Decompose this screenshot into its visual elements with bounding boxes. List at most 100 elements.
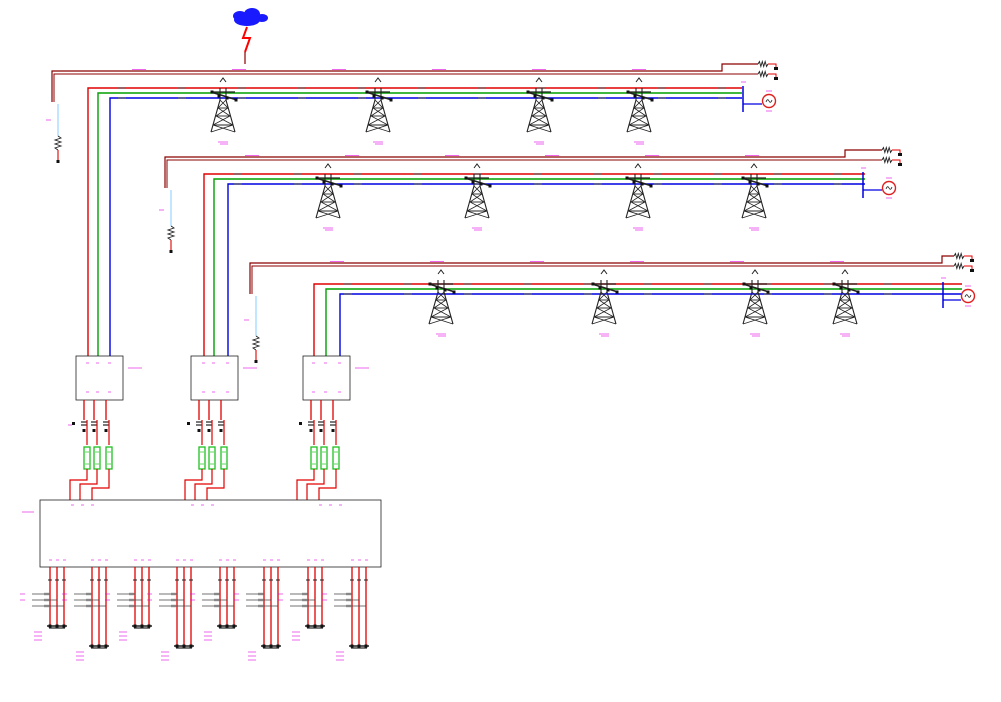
filter-element (320, 446, 328, 470)
ground-node (182, 644, 186, 648)
ground-node (331, 429, 335, 432)
resistor-icon (53, 135, 63, 151)
resistor-icon (302, 598, 307, 602)
transformer-1 (69, 355, 142, 500)
shield-wire (51, 63, 758, 102)
transformer-block (302, 355, 351, 401)
resistor-icon (44, 604, 49, 608)
resistor-icon (44, 592, 49, 596)
transformer-3 (296, 355, 369, 500)
ground-node (92, 429, 96, 432)
feeder-branch-6 (234, 559, 281, 661)
ground-node (104, 429, 108, 432)
transmission-tower-icon (626, 77, 654, 145)
resistor-icon (881, 155, 893, 165)
phase-a-conductor (87, 87, 742, 360)
filter-element (93, 446, 101, 470)
transmission-tower-icon (591, 269, 619, 337)
transformer-block (190, 355, 239, 401)
ground-node (133, 624, 137, 628)
ground-node (147, 624, 151, 628)
resistor-icon (171, 598, 176, 602)
resistor-icon (171, 592, 176, 596)
phase-a-conductor (313, 283, 962, 360)
ground-node (207, 429, 211, 432)
resistor-icon (251, 335, 261, 351)
transmission-tower-icon (210, 77, 238, 145)
feeder-branch-4 (147, 559, 194, 661)
ground-node (169, 250, 173, 253)
resistor-icon (258, 598, 263, 602)
resistor-icon (302, 592, 307, 596)
resistor-icon (953, 251, 965, 261)
ground-node (276, 644, 280, 648)
resistor-icon (166, 225, 176, 241)
filter-element (198, 446, 206, 470)
ground-node (97, 644, 101, 648)
filter-element (105, 446, 113, 470)
storm-cloud-icon (233, 8, 268, 26)
ground-node (218, 624, 222, 628)
ground-node (56, 160, 60, 163)
ground-node (189, 644, 193, 648)
shield-wire (251, 265, 954, 294)
ground-node (197, 429, 201, 432)
resistor-icon (44, 598, 49, 602)
resistor-icon (129, 592, 134, 596)
ground-node (320, 624, 324, 628)
resistor-icon (171, 604, 176, 608)
ground-node (55, 624, 59, 628)
terminal-node (72, 422, 75, 425)
filter-element (332, 446, 340, 470)
ground-node (62, 624, 66, 628)
resistor-icon (757, 69, 769, 79)
resistor-icon (881, 145, 893, 155)
ground-node (364, 644, 368, 648)
phase-c-conductor (339, 293, 962, 360)
phase-b-conductor (213, 178, 865, 360)
resistor-icon (214, 598, 219, 602)
phase-b-conductor (97, 92, 742, 360)
ground-node (269, 644, 273, 648)
filter-element (220, 446, 228, 470)
ground-node (350, 644, 354, 648)
resistor-icon (346, 592, 351, 596)
main-bus-block (22, 499, 382, 568)
ground-node (225, 624, 229, 628)
transmission-line-1 (46, 59, 778, 360)
terminal-node (299, 422, 302, 425)
feeder-branch-3 (105, 559, 152, 641)
filter-element (310, 446, 318, 470)
transmission-line-2 (159, 145, 902, 360)
resistor-icon (214, 592, 219, 596)
resistor-icon (258, 604, 263, 608)
transmission-tower-icon (365, 77, 393, 145)
resistor-icon (346, 598, 351, 602)
ground-node (309, 429, 313, 432)
transmission-tower-icon (315, 163, 343, 231)
ground-node (175, 644, 179, 648)
resistor-icon (346, 604, 351, 608)
phase-c-conductor (109, 97, 742, 360)
resistor-icon (214, 604, 219, 608)
shield-wire (53, 73, 758, 102)
phase-b-conductor (325, 288, 962, 360)
transformer-block (75, 355, 124, 401)
transmission-tower-icon (526, 77, 554, 145)
phase-a-conductor (203, 173, 865, 360)
ground-node (48, 624, 52, 628)
transmission-tower-icon (832, 269, 860, 337)
transmission-tower-icon (625, 163, 653, 231)
transmission-tower-icon (464, 163, 492, 231)
transmission-tower-icon (741, 163, 769, 231)
filter-element (83, 446, 91, 470)
feeder-branch-1 (20, 559, 67, 641)
transmission-tower-icon (742, 269, 770, 337)
terminal-node (970, 259, 974, 262)
lightning-bolt-icon (241, 26, 252, 64)
resistor-icon (258, 592, 263, 596)
ground-node (313, 624, 317, 628)
resistor-icon (129, 604, 134, 608)
resistor-icon (129, 598, 134, 602)
